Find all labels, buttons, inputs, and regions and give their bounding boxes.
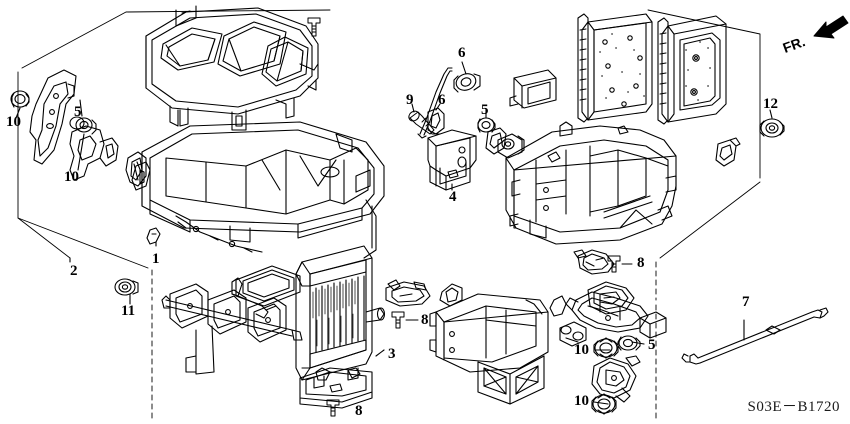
duct-box-lower xyxy=(429,283,549,405)
bracket-part-near-8b xyxy=(573,249,615,275)
callout-8b: 8 xyxy=(637,255,645,271)
callout-10d: 10 xyxy=(574,393,589,409)
callout-6a: 6 xyxy=(458,45,466,61)
small-duct-part xyxy=(509,69,557,109)
callout-3: 3 xyxy=(388,346,396,362)
callout-11: 11 xyxy=(121,303,136,319)
bushing-part-12 xyxy=(759,118,785,138)
rod-clip-part-6b xyxy=(427,107,445,135)
callout-10a: 10 xyxy=(6,114,21,130)
callout-6b: 6 xyxy=(438,92,446,108)
callout-8a: 8 xyxy=(421,312,429,328)
seal-panel-left xyxy=(577,13,653,123)
screw-part-9 xyxy=(408,110,435,135)
spacer-block-right xyxy=(639,311,667,339)
group-boundary-line xyxy=(17,9,761,421)
core-mount-bracket-lower xyxy=(299,367,373,409)
air-mix-motor-part-4 xyxy=(427,129,477,191)
callout-5c: 5 xyxy=(648,337,656,353)
core-mount-bracket-upper xyxy=(385,279,431,307)
callout-1: 1 xyxy=(152,251,160,267)
callout-8c: 8 xyxy=(355,403,363,419)
tapping-screw-8a xyxy=(391,311,419,329)
callout-5b: 5 xyxy=(481,102,489,118)
control-link-rod-part-7 xyxy=(681,307,829,365)
bushing-cluster-left xyxy=(559,321,587,347)
clip-right-case xyxy=(715,137,741,167)
callout-12: 12 xyxy=(763,96,778,112)
seal-panel-right xyxy=(657,15,727,125)
rod-clip-part-6a xyxy=(453,73,481,93)
callout-10b: 10 xyxy=(64,169,79,185)
callout-7: 7 xyxy=(742,294,750,310)
clip-left-case xyxy=(485,127,507,155)
clip-grommet-10c xyxy=(593,337,619,359)
heater-core xyxy=(295,245,386,389)
grommet-part-11 xyxy=(114,278,139,296)
tapping-screw-8c xyxy=(326,399,340,417)
callout-4: 4 xyxy=(449,189,457,205)
bracket-far-left-cluster xyxy=(549,295,567,317)
callout-10c: 10 xyxy=(574,342,589,358)
heater-case-upper-cover xyxy=(145,5,319,131)
diagram-part-number: S03E－B1720 xyxy=(747,399,840,415)
fr-direction-arrow xyxy=(813,15,849,39)
damper-door-assembly xyxy=(161,265,303,375)
lower-mount-bracket xyxy=(591,355,641,403)
callout-2: 2 xyxy=(70,263,78,279)
tapping-screw-8b xyxy=(607,255,633,273)
callout-9: 9 xyxy=(406,92,414,108)
left-bracket-assembly xyxy=(10,69,147,187)
clip-grommet-10d xyxy=(591,393,617,415)
heater-case-main-body xyxy=(131,121,385,259)
tapping-screw-top xyxy=(307,17,321,37)
callout-5a: 5 xyxy=(74,104,82,120)
heater-case-right-lower xyxy=(505,121,677,245)
